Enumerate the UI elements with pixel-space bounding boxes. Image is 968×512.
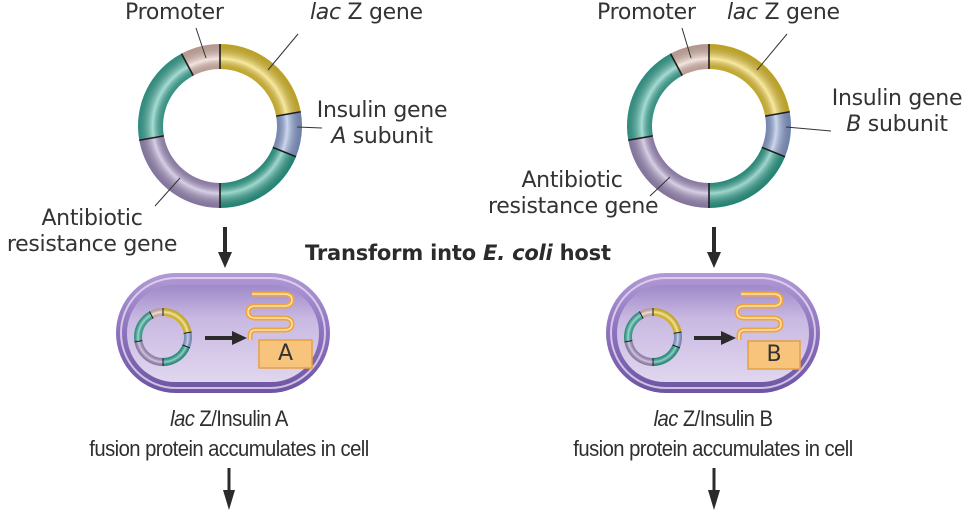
- segment-boundary: [148, 311, 154, 319]
- insulin-leader-line: [785, 126, 832, 132]
- panel-a: [116, 27, 330, 510]
- protein-box-label-b: B: [766, 342, 782, 367]
- segment-boundary: [624, 340, 633, 343]
- promoter-label-a: Promoter: [125, 0, 224, 25]
- down-arrow-icon: [223, 468, 235, 510]
- folded-protein-b: [734, 291, 801, 370]
- panel-b: [606, 27, 832, 510]
- segment-boundary: [134, 340, 143, 343]
- expression-arrow-icon: [694, 331, 736, 345]
- segment-boundary: [638, 311, 644, 319]
- promoter-leader-line: [195, 27, 207, 59]
- ecoli-cell-b: [606, 273, 820, 393]
- down-arrow-icon: [708, 468, 720, 510]
- segment-boundary: [673, 331, 682, 334]
- mini-plasmid-a: [134, 307, 193, 367]
- lacz-gene-label-a: lac Z gene: [310, 0, 423, 25]
- fusion-caption-a: lac Z/Insulin A fusion protein accumulat…: [89, 406, 369, 461]
- segment-boundary: [272, 146, 297, 158]
- protein-box-label-a: A: [277, 341, 294, 366]
- segment-boundary: [761, 146, 786, 158]
- plasmid-shading: [138, 43, 303, 209]
- promoter-leader-line: [681, 27, 692, 59]
- antibiotic-leader-line: [649, 176, 671, 197]
- antibiotic-leader-line: [154, 177, 181, 207]
- folded-protein-a: [245, 291, 313, 369]
- transform-step-title: Transform into E. coli host: [305, 241, 611, 265]
- promoter-label-b: Promoter: [597, 0, 696, 25]
- segment-boundary: [182, 344, 191, 349]
- ecoli-cell-a: [116, 273, 330, 393]
- protein-box-b: [747, 340, 801, 370]
- segment-boundary: [183, 331, 192, 334]
- segment-boundary: [669, 53, 683, 77]
- segment-boundary: [764, 110, 790, 117]
- lacz-leader-line: [267, 33, 299, 71]
- segment-boundary: [180, 53, 194, 77]
- lacz-leader-line: [756, 33, 788, 71]
- lacz-gene-label-b: lac Z gene: [727, 0, 840, 25]
- expression-arrow-icon: [205, 331, 247, 345]
- segment-boundary: [672, 344, 681, 349]
- mini-plasmid-b: [623, 308, 682, 366]
- segment-boundary: [139, 135, 165, 142]
- segment-boundary: [275, 110, 301, 117]
- protein-box-a: [258, 339, 313, 369]
- plasmid-ring-a: [137, 43, 303, 209]
- insulin-leader-line: [296, 126, 323, 129]
- plasmid-ring-b: [626, 44, 791, 208]
- fusion-caption-b: lac Z/Insulin B fusion protein accumulat…: [573, 406, 853, 461]
- down-arrow-icon: [707, 227, 721, 268]
- down-arrow-icon: [218, 227, 232, 268]
- segment-boundary: [628, 135, 654, 142]
- plasmid-shading: [627, 44, 791, 208]
